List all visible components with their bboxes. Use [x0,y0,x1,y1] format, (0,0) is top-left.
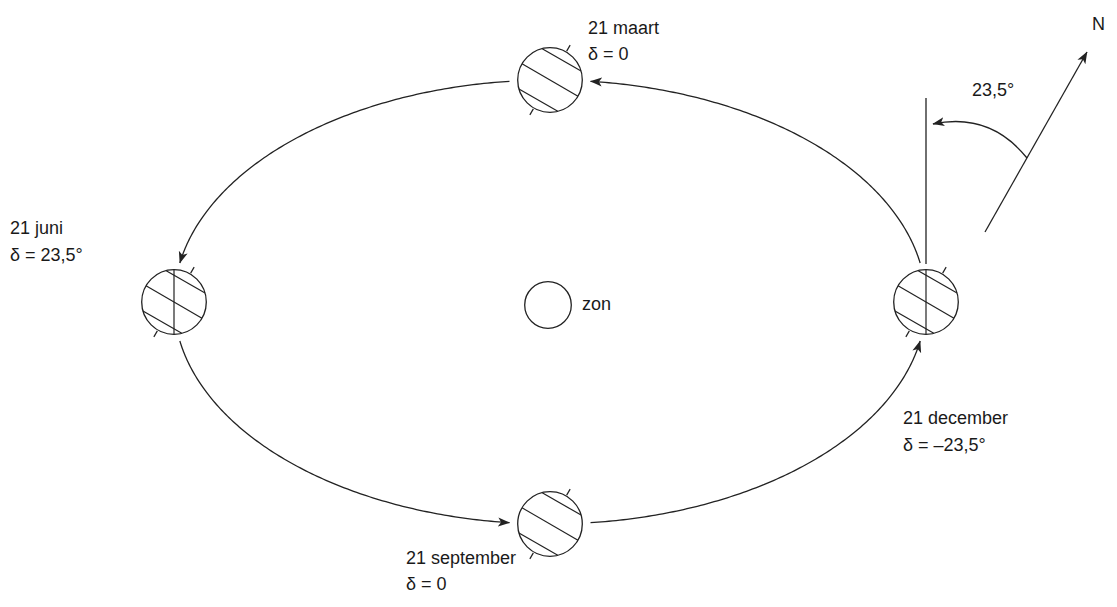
globe-line [542,49,581,71]
globe-outline [517,491,583,557]
date-label: 21 september [406,548,516,569]
globe-disc [894,270,959,335]
vertical-reference-line [925,98,926,264]
globe-line [943,267,947,273]
globe-disc [142,270,207,335]
north-label: N [1092,14,1105,35]
globe-line [166,271,205,293]
globe-line [191,267,195,273]
globe-outline [893,269,959,335]
globe-line [906,331,910,337]
earth-globe: 21 septemberδ = 0 [517,491,583,557]
declination-label: δ = 0 [588,44,629,65]
globe-line [522,64,578,96]
globe-line [530,553,534,559]
angle-label: 23,5° [972,80,1014,101]
orbit-arrow [180,81,510,263]
globe-disc [518,492,583,557]
globe-outline [141,269,207,335]
globe-line [918,271,957,293]
angle-arc [933,122,1027,158]
globe-line [519,89,558,111]
globe-line [925,270,926,335]
globe-line [530,109,534,115]
globe-line [567,45,571,51]
globe-line [143,311,182,333]
declination-label: δ = 23,5° [10,245,83,266]
date-label: 21 maart [588,18,659,39]
sun-disc [525,282,572,329]
date-label: 21 juni [10,218,63,239]
orbit-arrow [591,341,921,523]
earth-globe: 21 maartδ = 0 [517,47,583,113]
orbit-arrow [591,81,921,263]
declination-label: δ = –23,5° [903,435,986,456]
sun-circle: zon [524,281,572,329]
earth-globe: 21 juniδ = 23,5° [141,269,207,335]
globe-line [519,533,558,555]
sun-label: zon [582,294,611,315]
declination-label: δ = 0 [406,574,447,595]
sun-outline [524,281,572,329]
globe-line [522,508,578,540]
globe-line [154,331,158,337]
globe-disc [518,48,583,113]
globe-outline [517,47,583,113]
orbit-arrow [180,341,510,523]
globe-line [173,270,174,335]
globe-line [567,489,571,495]
globe-line [542,493,581,515]
earth-globe: 21 decemberδ = –23,5° [893,269,959,335]
globe-line [895,311,934,333]
date-label: 21 december [903,408,1008,429]
north-axis-arrow [985,52,1087,232]
